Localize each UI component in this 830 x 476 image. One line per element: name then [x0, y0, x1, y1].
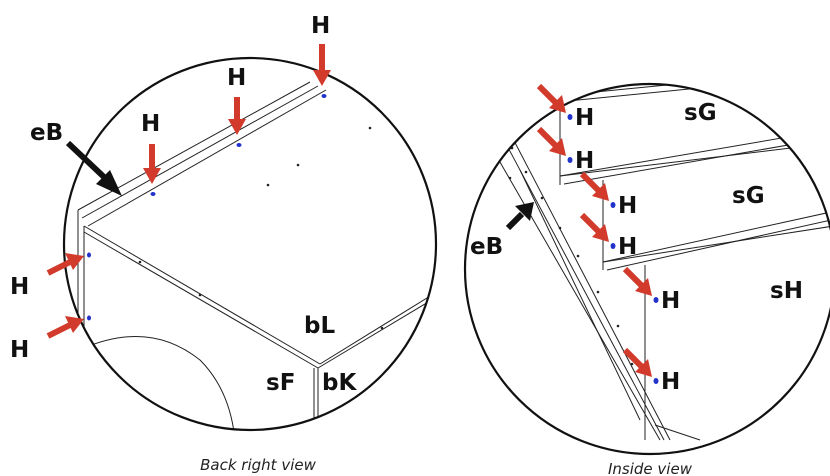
label-eB: eB — [470, 234, 503, 260]
hole-marker — [653, 378, 659, 384]
label-eB: eB — [30, 120, 63, 146]
red-arrow-icon — [46, 316, 84, 339]
red-arrow-icon — [579, 212, 609, 242]
label-H: H — [10, 337, 29, 363]
label-H: H — [227, 65, 246, 91]
hole-marker — [150, 192, 156, 196]
hole-marker — [653, 297, 659, 303]
label-H: H — [618, 234, 637, 260]
red-arrow-icon — [536, 126, 566, 156]
red-arrow-icon — [228, 97, 246, 135]
hole-marker — [321, 94, 327, 98]
red-arrow-icon — [536, 83, 566, 113]
label-H: H — [311, 13, 330, 39]
label-bK: bK — [322, 370, 357, 396]
hole-marker — [610, 202, 616, 208]
red-arrow-icon — [579, 171, 609, 201]
label-H: H — [661, 288, 680, 314]
red-arrows-right — [536, 83, 652, 377]
hole-markers-right — [567, 114, 659, 384]
red-arrow-icon — [313, 44, 331, 86]
hole-marker — [610, 243, 616, 249]
back-right-view-drawing — [77, 81, 436, 430]
caption-back-right-view: Back right view — [200, 456, 316, 474]
hole-marker — [236, 143, 242, 147]
label-H: H — [618, 193, 637, 219]
black-arrow-icon — [65, 140, 122, 196]
label-H: H — [575, 148, 594, 174]
label-sG: sG — [732, 183, 765, 209]
hole-marker — [567, 157, 573, 163]
label-sF: sF — [266, 370, 295, 396]
red-arrows-left — [46, 44, 331, 339]
red-arrow-icon — [622, 266, 652, 296]
hole-markers-left — [87, 94, 327, 321]
label-H: H — [575, 105, 594, 131]
label-H: H — [10, 274, 29, 300]
label-sH: sH — [770, 278, 803, 304]
caption-inside-view: Inside view — [608, 460, 693, 476]
black-arrow-icon — [505, 202, 534, 231]
red-arrow-icon — [622, 347, 652, 377]
hole-marker — [87, 315, 91, 321]
red-arrow-icon — [143, 144, 161, 184]
view-circle-left — [62, 56, 438, 432]
label-H: H — [141, 111, 160, 137]
view-circle-right — [463, 82, 830, 456]
hole-marker — [567, 114, 573, 120]
label-bL: bL — [304, 313, 335, 339]
back-right-view: eB H H H H H bL sF bK Back right view — [10, 13, 438, 474]
label-sG: sG — [684, 100, 717, 126]
inside-view: eB H H H H H H sG sG sH Inside view — [463, 82, 830, 476]
hole-marker — [87, 252, 91, 258]
red-arrow-icon — [46, 253, 84, 276]
inside-view-drawing — [469, 84, 830, 441]
label-H: H — [661, 369, 680, 395]
